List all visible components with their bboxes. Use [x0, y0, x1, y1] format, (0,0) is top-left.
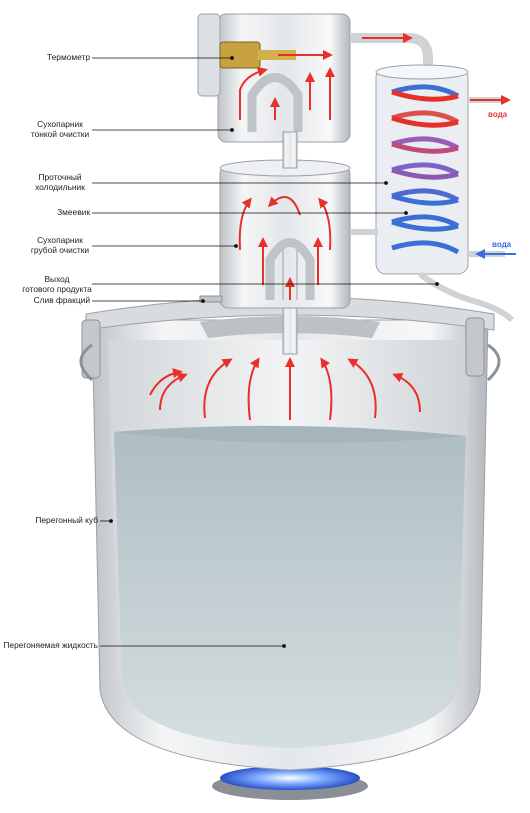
- product-hose: [418, 271, 515, 323]
- thermometer-body: [219, 41, 261, 69]
- label-fraction-drain: Слив фракций: [33, 295, 90, 305]
- label-coil: Змеевик: [57, 207, 90, 217]
- drain-valve-icon: [199, 295, 223, 303]
- leader-lines: [92, 56, 439, 648]
- label-liquid: Перегоняемая жидкость: [3, 640, 98, 650]
- vapor-line: [350, 33, 433, 68]
- gas-flame-icon: [220, 766, 360, 790]
- label-still: Перегонный куб: [35, 515, 98, 525]
- liquid-volume: [114, 425, 466, 748]
- fine-dryer-column: [197, 13, 351, 169]
- label-thermometer: Термометр: [46, 52, 90, 62]
- flow-cooler-column: [375, 64, 469, 275]
- steam-arrows-still: [149, 357, 421, 421]
- coarse-dryer-column: [219, 159, 351, 309]
- water-out-label: вода: [488, 110, 508, 119]
- water-in-label: вода: [492, 240, 512, 249]
